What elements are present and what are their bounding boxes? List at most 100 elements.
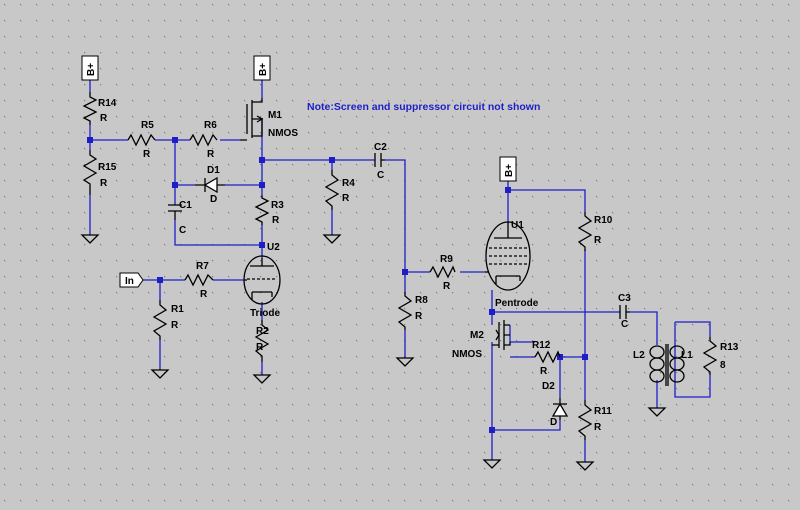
- label-d2-value: D: [550, 417, 557, 428]
- junction-dot: [259, 182, 265, 188]
- label-r8-value: R: [415, 311, 423, 322]
- label-r14-value: R: [100, 113, 108, 124]
- triode-u2: [243, 255, 281, 305]
- resistor-r2: [254, 320, 270, 362]
- label-c3-name: C3: [618, 293, 631, 304]
- label-r13-name: R13: [720, 342, 739, 353]
- label-l2-name: L2: [633, 350, 645, 361]
- supply-flag-u1: B+: [499, 156, 517, 182]
- resistor-r1: [152, 300, 168, 340]
- resistor-r9: [429, 265, 456, 279]
- resistor-r5: [127, 133, 156, 147]
- ground-symbol: [575, 461, 595, 471]
- label-l1-name: L1: [681, 350, 693, 361]
- label-r14-name: R14: [98, 98, 117, 109]
- label-r11-value: R: [594, 422, 602, 433]
- resistor-r8: [397, 292, 413, 330]
- mosfet-m2: [492, 320, 511, 350]
- junction-dot: [582, 354, 588, 360]
- label-c1-value: C: [179, 225, 186, 236]
- label-r6-value: R: [207, 149, 215, 160]
- resistor-symbols: [82, 92, 718, 440]
- ground-symbol: [80, 234, 100, 244]
- label-r15-value: R: [100, 178, 108, 189]
- diode-d1: [195, 176, 225, 194]
- svg-text:In: In: [125, 276, 134, 287]
- junction-dot: [329, 157, 335, 163]
- label-r13-value: 8: [720, 360, 726, 371]
- label-m1-name: M1: [268, 110, 282, 121]
- junction-dot: [259, 242, 265, 248]
- input-port: In: [119, 272, 144, 288]
- label-r9-value: R: [443, 281, 451, 292]
- capacitor-c3: [619, 305, 630, 319]
- diode-symbols: [195, 176, 569, 420]
- resistor-r10: [577, 212, 593, 251]
- label-r10-value: R: [594, 235, 602, 246]
- supply-flag-r14: B+: [81, 55, 99, 81]
- label-m1-value: NMOS: [268, 128, 298, 139]
- diode-d2: [551, 398, 569, 420]
- ground-symbol: [482, 459, 502, 469]
- label-r12-name: R12: [532, 340, 551, 351]
- label-r3-value: R: [272, 215, 280, 226]
- junction-dot: [172, 182, 178, 188]
- label-r4-value: R: [342, 193, 350, 204]
- label-r2-name: R2: [256, 326, 269, 337]
- junction-dot: [505, 187, 511, 193]
- svg-text:B+: B+: [258, 63, 269, 76]
- ground-symbol: [647, 407, 667, 417]
- ground-symbols: [80, 234, 667, 471]
- ground-symbol: [252, 374, 272, 384]
- resistor-r14: [82, 92, 98, 125]
- label-m2-name: M2: [470, 330, 484, 341]
- junction-dot: [172, 137, 178, 143]
- label-u1-value: Pentrode: [495, 298, 539, 309]
- wires: [89, 80, 711, 462]
- label-r7-name: R7: [196, 261, 209, 272]
- label-d1-value: D: [210, 194, 217, 205]
- label-r4-name: R4: [342, 178, 355, 189]
- label-r15-name: R15: [98, 162, 117, 173]
- svg-text:B+: B+: [86, 63, 97, 76]
- svg-text:B+: B+: [504, 164, 515, 177]
- resistor-r6: [189, 133, 218, 147]
- label-r1-name: R1: [171, 304, 184, 315]
- label-d2-name: D2: [542, 381, 555, 392]
- label-r10-name: R10: [594, 215, 613, 226]
- ground-symbol: [150, 369, 170, 379]
- capacitor-c2: [374, 153, 385, 167]
- label-r5-value: R: [143, 149, 151, 160]
- label-r12-value: R: [540, 366, 548, 377]
- label-r3-name: R3: [271, 200, 284, 211]
- ground-symbol: [395, 357, 415, 367]
- label-r2-value: R: [256, 342, 264, 353]
- label-r9-name: R9: [440, 254, 453, 265]
- label-r7-value: R: [200, 289, 208, 300]
- label-r6-name: R6: [204, 120, 217, 131]
- label-c2-name: C2: [374, 142, 387, 153]
- label-r1-value: R: [171, 320, 179, 331]
- label-c2-value: C: [377, 170, 384, 181]
- component-labels: R14 R R15 R R5 R R6 R M1 NMOS D1 D C1 C …: [98, 98, 739, 433]
- capacitor-c1: [168, 204, 182, 220]
- schematic-note: Note:Screen and suppressor circuit not s…: [307, 101, 540, 113]
- capacitor-symbols: [168, 153, 630, 319]
- label-m2-value: NMOS: [452, 349, 482, 360]
- label-u2-value: Triode: [250, 308, 280, 319]
- ground-symbol: [322, 234, 342, 244]
- junction-dot: [402, 269, 408, 275]
- label-r8-name: R8: [415, 295, 428, 306]
- junction-dot: [259, 157, 265, 163]
- resistor-r12: [534, 350, 561, 364]
- transformer-l2-l1: [649, 344, 685, 386]
- resistor-r7: [184, 273, 214, 287]
- junction-dot: [87, 137, 93, 143]
- resistor-r11: [577, 400, 593, 440]
- label-r11-name: R11: [594, 406, 612, 417]
- resistor-r15: [82, 150, 98, 195]
- junction-dot: [489, 309, 495, 315]
- label-d1-name: D1: [207, 165, 220, 176]
